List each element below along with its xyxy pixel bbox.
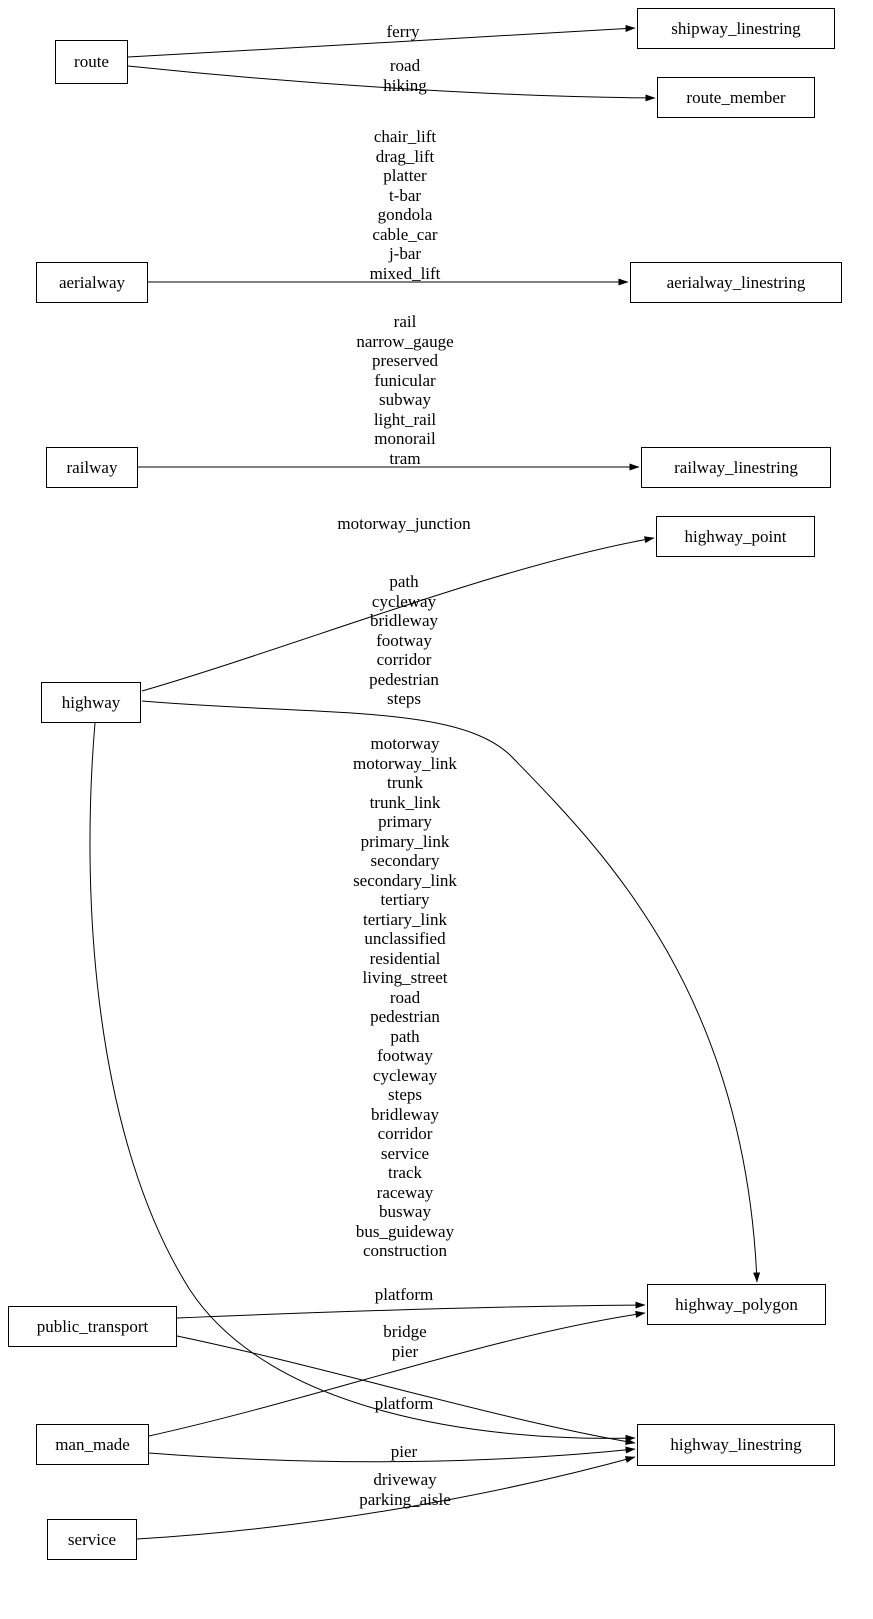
edge-public_transport-highway_polygon bbox=[176, 1301, 646, 1319]
node-railway-label: railway bbox=[66, 457, 118, 477]
edge-label-public_transport-highway_polygon: platform bbox=[374, 1285, 434, 1304]
node-man_made-label: man_made bbox=[55, 1434, 130, 1454]
edge-label-highway-highway_linestring: motorway motorway_link trunk trunk_link … bbox=[353, 734, 457, 1260]
node-highway_linestring: highway_linestring bbox=[637, 1424, 835, 1466]
edge-label-public_transport-highway_linestring: platform bbox=[374, 1394, 434, 1413]
node-man_made: man_made bbox=[36, 1424, 149, 1465]
node-aerialway: aerialway bbox=[36, 262, 148, 303]
node-service-label: service bbox=[67, 1529, 117, 1549]
node-highway: highway bbox=[41, 682, 141, 723]
edge-label-aerialway-aerialway_linestring: chair_lift drag_lift platter t-bar gondo… bbox=[369, 127, 441, 283]
node-highway_point: highway_point bbox=[656, 516, 815, 557]
edge-label-man_made-highway_linestring: pier bbox=[390, 1442, 418, 1461]
edge-label-service-highway_linestring: driveway parking_aisle bbox=[359, 1470, 451, 1509]
edge-label-route-shipway_linestring: ferry bbox=[386, 22, 420, 41]
edge-label-route-route_member: road hiking bbox=[383, 56, 427, 95]
node-shipway_linestring-label: shipway_linestring bbox=[671, 18, 801, 38]
edge-label-man_made-highway_polygon: bridge pier bbox=[383, 1322, 427, 1361]
edge-label-highway-highway_point: motorway_junction bbox=[337, 514, 471, 533]
node-highway_point-label: highway_point bbox=[684, 526, 787, 546]
node-service: service bbox=[47, 1519, 137, 1560]
node-public_transport: public_transport bbox=[8, 1306, 177, 1347]
node-route: route bbox=[55, 40, 128, 84]
node-aerialway_linestring: aerialway_linestring bbox=[630, 262, 842, 303]
node-route-label: route bbox=[74, 52, 109, 71]
node-aerialway-label: aerialway bbox=[58, 272, 126, 292]
edge-label-highway-highway_polygon: path cycleway bridleway footway corridor… bbox=[369, 572, 439, 708]
node-shipway_linestring: shipway_linestring bbox=[637, 8, 835, 49]
node-highway_polygon-label: highway_polygon bbox=[675, 1294, 798, 1314]
node-railway: railway bbox=[46, 447, 138, 488]
node-route_member-label: route_member bbox=[686, 87, 786, 107]
node-highway_linestring-label: highway_linestring bbox=[670, 1435, 802, 1454]
node-highway_polygon: highway_polygon bbox=[647, 1284, 826, 1325]
node-public_transport-label: public_transport bbox=[36, 1316, 149, 1336]
node-aerialway_linestring-label: aerialway_linestring bbox=[666, 272, 806, 292]
node-route_member: route_member bbox=[657, 77, 815, 118]
node-railway_linestring: railway_linestring bbox=[641, 447, 831, 488]
edge-label-railway-railway_linestring: rail narrow_gauge preserved funicular su… bbox=[356, 312, 454, 468]
edge-route-shipway_linestring bbox=[127, 24, 636, 58]
node-highway-label: highway bbox=[61, 692, 121, 712]
node-railway_linestring-label: railway_linestring bbox=[674, 457, 798, 477]
